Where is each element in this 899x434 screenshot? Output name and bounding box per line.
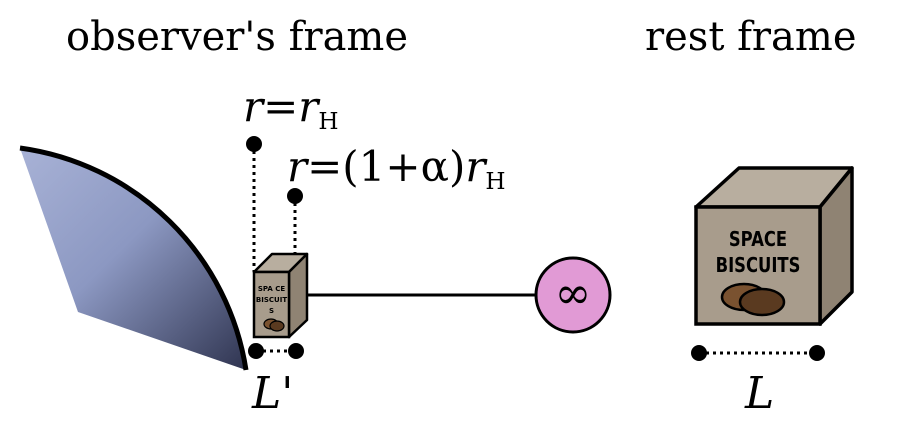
- large-length-dot-left: [691, 345, 707, 361]
- large-length-dot-right: [809, 345, 825, 361]
- rest-length-label: L: [745, 368, 775, 419]
- observer-frame-title: observer's frame: [66, 14, 409, 60]
- infinity-symbol: ∞: [554, 268, 592, 319]
- horizon-radius-label: r=rH: [243, 82, 339, 135]
- horizon-label-sub: H: [318, 109, 339, 136]
- horizon-label-eq: =: [263, 82, 299, 131]
- horizon-radius-dot: [246, 136, 262, 152]
- infinity-circle: [534, 256, 612, 334]
- event-horizon-sector: [20, 148, 246, 370]
- rest-frame-title: rest frame: [645, 14, 857, 60]
- small-box-label: SPA CE BISCUIT S: [254, 284, 289, 317]
- small-biscuit-2: [269, 320, 285, 332]
- large-box-label: SPACE BISCUITS: [707, 226, 809, 278]
- small-length-dot-left: [248, 343, 264, 359]
- large-box-label-line2: BISCUITS: [715, 253, 801, 277]
- alpha-label-factor: (1+α): [342, 142, 466, 191]
- alpha-label-rh: r: [465, 142, 486, 191]
- event-horizon-edge: [19, 145, 249, 371]
- small-biscuit-box: [252, 252, 309, 339]
- alpha-radius-dot: [287, 188, 303, 204]
- alpha-label-sub: H: [485, 169, 506, 196]
- small-box-label-line2: BISCUIT S: [255, 296, 288, 315]
- large-box-label-line1: SPACE: [728, 227, 788, 251]
- large-biscuit-2: [738, 287, 786, 317]
- horizon-label-r: r: [243, 82, 264, 131]
- horizon-label-rh: r: [298, 82, 319, 131]
- small-length-dot-right: [288, 343, 304, 359]
- observer-length-label: L': [252, 368, 294, 419]
- alpha-label-r: r: [287, 142, 308, 191]
- small-box-label-line1: SPA CE: [257, 285, 286, 293]
- large-biscuit-box: [694, 166, 854, 326]
- alpha-radius-label: r=(1+α)rH: [287, 142, 506, 195]
- alpha-label-eq: =: [307, 142, 343, 191]
